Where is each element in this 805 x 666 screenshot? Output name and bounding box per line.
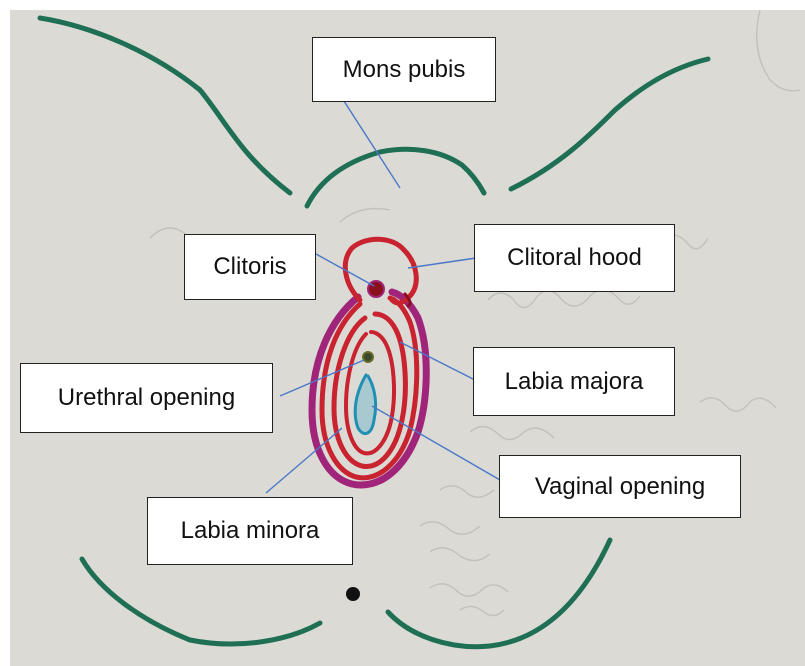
urethral-opening-dot	[363, 352, 373, 362]
paper-top-edge	[0, 0, 805, 10]
label-urethral-opening: Urethral opening	[20, 363, 273, 433]
label-clitoris: Clitoris	[184, 234, 316, 300]
label-labia-minora: Labia minora	[147, 497, 353, 565]
anus-dot	[346, 587, 360, 601]
label-mons-pubis: Mons pubis	[312, 37, 496, 102]
label-clitoral-hood: Clitoral hood	[474, 224, 675, 292]
paper-background	[8, 8, 805, 666]
label-vaginal-opening: Vaginal opening	[499, 455, 741, 518]
label-labia-majora: Labia majora	[473, 347, 675, 416]
paper-left-edge	[0, 0, 10, 666]
